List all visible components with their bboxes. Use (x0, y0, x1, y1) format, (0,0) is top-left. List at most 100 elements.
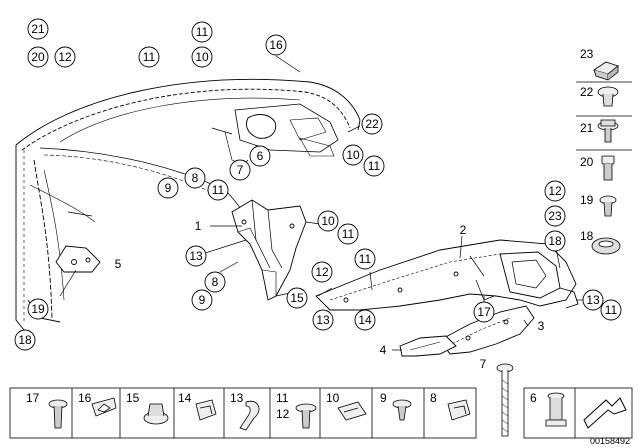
square-clip-icon (447, 399, 471, 421)
callout-13: 13 (582, 289, 604, 311)
svg-text:10: 10 (346, 148, 360, 162)
callout-16: 16 (265, 34, 287, 56)
callout-19: 19 (27, 298, 49, 320)
clip-plate-icon (337, 401, 367, 421)
hex-screw-icon (597, 119, 619, 143)
fender-part (15, 78, 361, 336)
callout-13: 13 (312, 309, 334, 331)
callout-8: 8 (184, 167, 206, 189)
bottom-legend: 17 16 15 14 13 11 12 10 9 8 (9, 387, 477, 439)
clip-nut-icon (593, 61, 619, 81)
svg-text:21: 21 (31, 22, 45, 36)
callout-11: 11 (138, 46, 160, 68)
side-legend: 23 22 21 20 19 18 (576, 47, 632, 255)
svg-text:15: 15 (290, 291, 304, 305)
callout-10: 10 (191, 46, 213, 68)
legend-label-20: 20 (580, 155, 594, 169)
svg-text:20: 20 (31, 50, 45, 64)
svg-text:13: 13 (189, 249, 203, 263)
callout-20: 20 (27, 46, 49, 68)
svg-text:11: 11 (143, 50, 156, 64)
callout-5: 5 (115, 257, 122, 271)
svg-text:22: 22 (365, 117, 379, 131)
svg-text:19: 19 (31, 302, 45, 316)
svg-text:12: 12 (58, 50, 72, 64)
svg-text:10: 10 (321, 214, 335, 228)
callout-9: 9 (191, 289, 213, 311)
expanding-rivet-icon (392, 399, 412, 421)
callout-11: 11 (337, 223, 359, 245)
svg-text:11: 11 (605, 303, 618, 317)
legend-label-23: 23 (580, 47, 594, 61)
legend-label-17: 17 (26, 391, 40, 405)
svg-text:12: 12 (548, 184, 562, 198)
callout-12: 12 (311, 261, 333, 283)
svg-text:6: 6 (257, 149, 264, 163)
bracket-part-4 (399, 335, 457, 357)
legend-label-11: 11 (276, 391, 289, 405)
legend-label-22: 22 (580, 85, 594, 99)
legend-label-10: 10 (326, 391, 340, 405)
svg-text:16: 16 (269, 38, 283, 52)
callout-18: 18 (544, 230, 566, 252)
legend-label-21: 21 (580, 121, 594, 135)
legend-label-8: 8 (430, 391, 437, 405)
bracket-part-5 (55, 245, 101, 273)
svg-text:11: 11 (196, 25, 209, 39)
svg-text:8: 8 (212, 275, 219, 289)
svg-text:7: 7 (237, 163, 244, 177)
callout-3: 3 (538, 319, 545, 333)
bottom-legend-dividers (71, 388, 425, 438)
callout-group: 21 20 12 11 11 10 16 22 10 11 6 7 8 9 11… (14, 18, 622, 351)
svg-text:11: 11 (212, 183, 225, 197)
callout-12: 12 (544, 180, 566, 202)
svg-text:10: 10 (195, 50, 209, 64)
callout-10: 10 (342, 144, 364, 166)
callout-9: 9 (157, 177, 179, 199)
legend-label-19: 19 (580, 193, 594, 207)
svg-text:23: 23 (548, 209, 562, 223)
bracket-part-1 (231, 199, 307, 301)
threaded-insert-icon (545, 392, 567, 427)
svg-text:17: 17 (477, 305, 491, 319)
svg-text:9: 9 (199, 293, 206, 307)
callout-18: 18 (14, 329, 36, 351)
spring-nut-icon (195, 399, 217, 421)
callout-11: 11 (191, 21, 213, 43)
screw-icon (599, 195, 617, 217)
cap-nut-icon (143, 403, 169, 425)
legend-label-14: 14 (178, 391, 192, 405)
svg-text:11: 11 (368, 159, 381, 173)
cable-tie-clip-icon (91, 397, 117, 417)
hose-clip-icon (239, 400, 260, 431)
svg-text:14: 14 (358, 313, 372, 327)
svg-text:13: 13 (316, 313, 330, 327)
legend-label-12: 12 (276, 407, 290, 421)
callout-21: 21 (27, 18, 49, 40)
callout-8: 8 (204, 271, 226, 293)
callout-23: 23 (544, 205, 566, 227)
callout-7: 7 (229, 159, 251, 181)
grommet-icon (591, 237, 621, 255)
callout-22: 22 (361, 113, 383, 135)
svg-text:11: 11 (359, 252, 372, 266)
legend-label-13: 13 (230, 391, 244, 405)
callout-12: 12 (54, 46, 76, 68)
bottom-legend-frame (9, 387, 477, 439)
callout-10: 10 (317, 210, 339, 232)
stud-icon (601, 155, 615, 181)
callout-11: 11 (207, 179, 229, 201)
flange-screw-icon (295, 403, 317, 429)
item-6-box: 6 (523, 387, 633, 439)
direction-arrow-icon (583, 397, 627, 429)
torx-screw-icon (48, 399, 68, 429)
callout-13: 13 (185, 245, 207, 267)
side-legend-dividers (576, 81, 632, 151)
callout-2: 2 (460, 223, 467, 237)
svg-text:18: 18 (18, 333, 32, 347)
legend-label-15: 15 (126, 391, 140, 405)
svg-text:12: 12 (315, 265, 329, 279)
bracket-part-2 (315, 239, 579, 311)
callout-4: 4 (380, 343, 387, 357)
